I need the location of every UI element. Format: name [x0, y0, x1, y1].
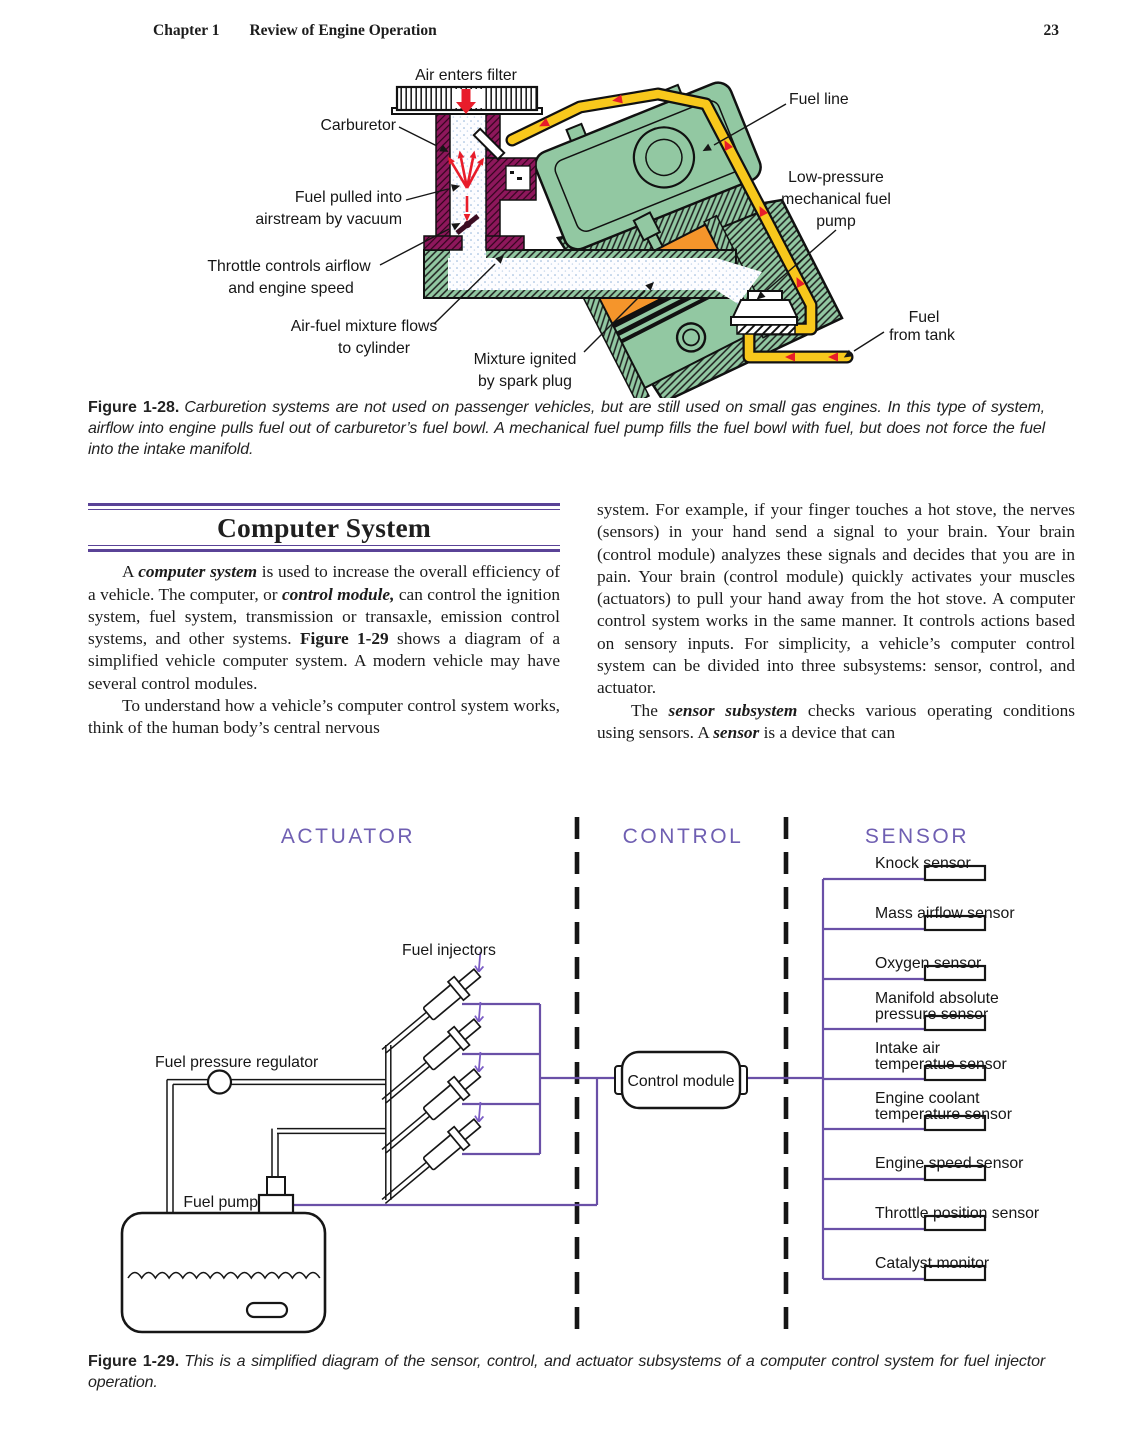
- sensor-label: Throttle position sensor: [875, 1205, 1039, 1222]
- sensor-label: temperature sensor: [875, 1106, 1012, 1123]
- fuel-injectors: [381, 951, 485, 1204]
- sensor-label: Knock sensor: [875, 855, 971, 872]
- sensor-box: [923, 1114, 987, 1132]
- label-throttle-2: and engine speed: [228, 280, 354, 297]
- zone-header-control: CONTROL: [623, 825, 744, 848]
- air-flow-arrow: [456, 102, 476, 114]
- leader-lines: [379, 103, 885, 353]
- label-fuel-pulled-1: Fuel pulled into: [295, 189, 402, 206]
- label-pump-1: Low-pressure: [788, 169, 884, 186]
- label-pump-2: mechanical fuel: [781, 191, 891, 208]
- section-heading: Computer System: [216, 512, 432, 543]
- control-module-label: Control module: [627, 1073, 734, 1090]
- sensor-label: Manifold absolute: [875, 990, 999, 1007]
- sensor-label: Mass airflow sensor: [875, 905, 1015, 922]
- paragraph-4: The sensor subsystem checks various oper…: [597, 700, 1076, 742]
- label-mixture-flows-1: Air-fuel mixture flows: [291, 318, 438, 335]
- sensor-box: [923, 1014, 987, 1032]
- fuel-pressure-regulator: [206, 1069, 233, 1095]
- fuel-injector: [381, 1101, 485, 1204]
- fuel-tank: [120, 1211, 327, 1334]
- label-carburetor: Carburetor: [320, 117, 396, 134]
- term-computer-system: computer system: [138, 562, 258, 582]
- injector-signal-arrow: [474, 1101, 485, 1123]
- term-control-module: control module,: [281, 584, 395, 604]
- injector-signal-arrow: [474, 1001, 485, 1023]
- injector-signal-arrow: [474, 1051, 485, 1073]
- fuel-injector: [381, 1001, 485, 1104]
- figure-1-28-caption: Figure 1-28.Carburetion systems are not …: [88, 398, 1045, 460]
- heading-rule-bottom: [88, 545, 560, 553]
- intake-manifold: [423, 249, 762, 304]
- paragraph-1: A computer system is used to increase th…: [88, 562, 561, 693]
- label-fuel-pressure-regulator: Fuel pressure regulator: [155, 1054, 318, 1071]
- figure-1-29-caption: Figure 1-29.This is a simplified diagram…: [88, 1352, 1045, 1394]
- label-air-enters-filter: Air enters filter: [415, 67, 517, 84]
- sensor-box: [923, 964, 987, 982]
- paragraph-3: system. For example, if your finger touc…: [597, 500, 1075, 698]
- fuel-injector: [381, 951, 485, 1054]
- paragraph-2: To understand how a vehicle’s computer c…: [88, 696, 560, 738]
- label-from-tank-1: Fuel: [909, 309, 940, 326]
- chapter-label: Chapter 1: [153, 22, 220, 39]
- air-filter: [391, 85, 543, 115]
- sensor-box: [923, 1164, 987, 1182]
- term-sensor: sensor: [713, 722, 760, 742]
- label-fuel-injectors: Fuel injectors: [402, 942, 496, 959]
- fuel-injector: [381, 1051, 485, 1154]
- control-module: Control module: [614, 1050, 748, 1110]
- sensor-label: pressure sensor: [875, 1006, 988, 1023]
- pickup-foot: [245, 1301, 289, 1319]
- label-ignited-2: by spark plug: [478, 373, 572, 390]
- label-mixture-flows-2: to cylinder: [338, 340, 410, 357]
- sensor-label: Engine coolant: [875, 1090, 980, 1107]
- label-fuel-line: Fuel line: [789, 91, 849, 108]
- right-column: system. For example, if your finger touc…: [597, 499, 1075, 744]
- zone-header-actuator: ACTUATOR: [281, 825, 415, 848]
- fuel-line: [505, 87, 854, 364]
- sensor-label: temperatue sensor: [875, 1056, 1007, 1073]
- sensor-label: Catalyst monitor: [875, 1255, 989, 1272]
- sensor-box: [923, 864, 987, 882]
- fuel-level-wave: [127, 1271, 321, 1280]
- sensor-label: Intake air: [875, 1040, 940, 1057]
- caption-lead: Figure 1-28.: [88, 399, 180, 416]
- figure-reference: Figure 1-29: [299, 629, 389, 649]
- sensor-box: [923, 914, 987, 932]
- label-from-tank-2: from tank: [889, 327, 955, 344]
- injector-signal-arrow: [474, 951, 485, 973]
- throttle-plate: [455, 214, 480, 235]
- fuel-spray-arrows: [450, 157, 482, 212]
- figure-1-29-diagram: ACTUATOR CONTROL SENSOR: [120, 817, 1039, 1335]
- label-ignited-1: Mixture ignited: [474, 351, 577, 368]
- caption-lead: Figure 1-29.: [88, 1353, 180, 1370]
- zone-header-sensor: SENSOR: [865, 825, 969, 848]
- zone-dividers: [574, 817, 789, 1335]
- label-fuel-pump: Fuel pump: [183, 1194, 258, 1211]
- label-fuel-pulled-2: airstream by vacuum: [255, 211, 402, 228]
- sensor-box: [923, 1064, 987, 1082]
- sensor-label: Engine speed sensor: [875, 1155, 1023, 1172]
- section-heading-block: Computer System: [88, 503, 560, 553]
- page-number: 23: [1043, 22, 1060, 39]
- sensor-box: [923, 1264, 987, 1282]
- heading-rule-top: [88, 503, 560, 510]
- label-pump-3: pump: [816, 213, 856, 230]
- term-sensor-subsystem: sensor subsystem: [668, 700, 798, 720]
- sensor-label: Oxygen sensor: [875, 955, 981, 972]
- chapter-title: Review of Engine Operation: [249, 22, 437, 39]
- sensor-box: [923, 1214, 987, 1232]
- caption-text: This is a simplified diagram of the sens…: [88, 1353, 1045, 1391]
- figure-1-28-diagram: Air enters filter Carburetor Fuel pulled…: [207, 67, 955, 398]
- sensor-boxes: [923, 864, 987, 1282]
- signal-wires: [292, 877, 925, 1281]
- running-head: Chapter 1 Review of Engine Operation 23: [153, 22, 1059, 40]
- label-throttle-1: Throttle controls airflow: [207, 258, 371, 275]
- caption-text: Carburetion systems are not used on pass…: [88, 399, 1045, 458]
- mechanical-fuel-pump: [730, 290, 799, 335]
- left-column: Computer System A computer system is use…: [88, 503, 560, 740]
